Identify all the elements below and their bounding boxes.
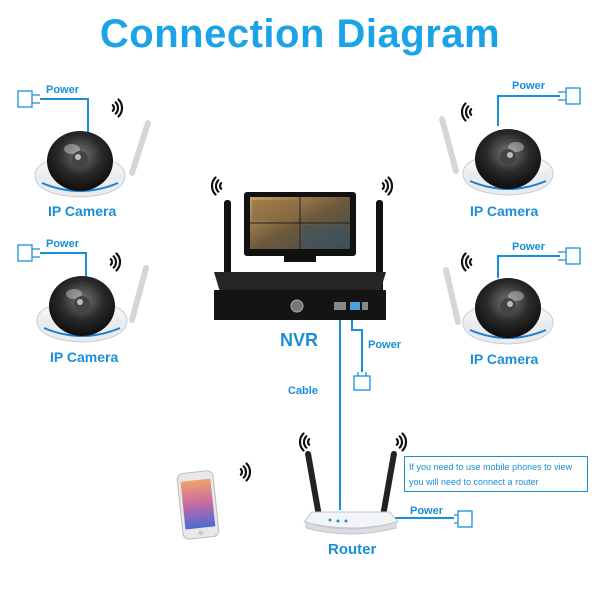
dome-camera-icon [439,116,554,196]
wifi-icon [381,176,394,196]
connection-lines [40,95,560,519]
power-plug-icon [558,87,581,105]
power-plug-icon [17,90,40,108]
wifi-icon [460,252,473,272]
wifi-icon [298,432,311,452]
nvr-monitor-icon [214,192,386,320]
camera-2-power-label: Power [46,238,80,250]
camera-power-line-2 [40,252,87,278]
antenna-icon [439,116,459,174]
wifi-icon [460,102,473,122]
dome-camera-icon [34,120,151,198]
camera-power-line-3 [497,95,560,126]
wifi-icon [111,98,124,118]
antenna-icon [129,120,151,176]
wifi-icon [395,432,408,452]
camera-power-line-1 [40,98,89,132]
antenna-icon [305,450,322,517]
camera-2-label: IP Camera [50,349,119,365]
antenna-icon [443,267,461,325]
camera-3-power-label: Power [512,80,546,92]
antenna-icon [129,265,149,323]
power-plug-icon [353,372,371,391]
camera-power-line-4 [497,255,560,278]
camera-4-label: IP Camera [470,351,539,367]
cable-label: Cable [288,385,318,397]
diagram-title: Connection Diagram [99,12,501,56]
router-power-label: Power [410,505,444,517]
wifi-icon [239,462,252,482]
wifi-icon [109,252,122,272]
dome-camera-icon [443,267,554,345]
router-icon [303,450,399,535]
mobile-view-note: If you need to use mobile phones to view… [404,456,588,492]
note-line-2: you will need to connect a router [409,477,539,487]
wifi-icon [210,176,223,196]
power-plug-icon [558,247,581,265]
power-plug-icon [17,244,40,262]
camera-1-label: IP Camera [48,203,117,219]
camera-4-power-label: Power [512,241,546,253]
antenna-icon [380,450,397,517]
nvr-power-label: Power [368,339,402,351]
dome-camera-icon [36,265,149,343]
camera-1-power-label: Power [46,84,80,96]
camera-3-label: IP Camera [470,203,539,219]
router-label: Router [328,541,377,558]
smartphone-icon [176,470,220,540]
power-plug-icon [454,510,473,528]
nvr-label: NVR [280,330,319,350]
note-line-1: If you need to use mobile phones to view [409,462,573,472]
